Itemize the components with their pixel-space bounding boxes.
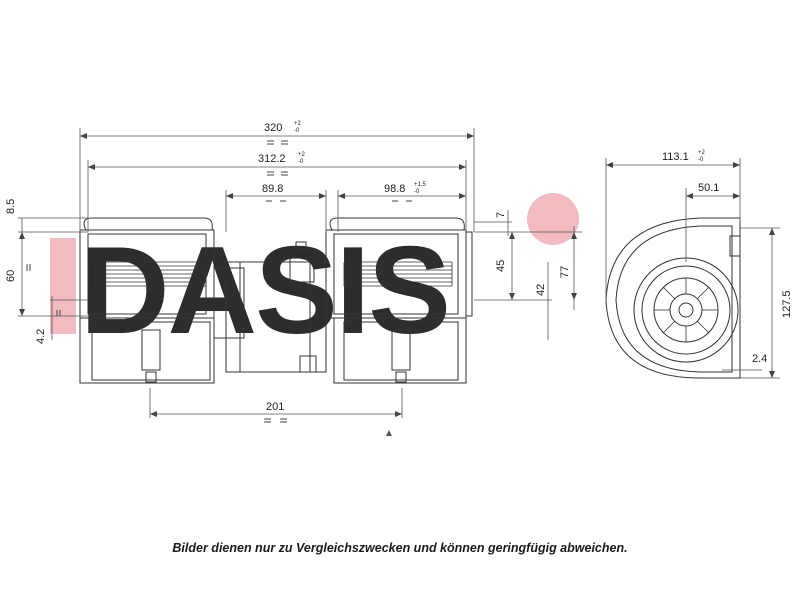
dimension-labels: 320 +2 -0 312.2 +2 -0 89.8 98.8 +1.5 -0 …	[5, 121, 793, 413]
scroll-housing	[605, 217, 741, 379]
arrowheads	[19, 133, 775, 417]
right-fan-wheel	[343, 261, 453, 287]
dim-320: 320	[264, 122, 282, 134]
dim-50-1: 50.1	[698, 182, 719, 194]
watermark-letters: DASIS	[80, 222, 449, 360]
dim-42: 42	[535, 284, 547, 296]
watermark-pink-dot	[527, 193, 579, 245]
dim-312-2-tol-minus: -0	[298, 159, 304, 165]
impeller-outer	[633, 257, 739, 363]
dim-320-tol-plus: +2	[294, 121, 302, 127]
right-blower-housing	[325, 217, 473, 384]
dim-8-5: 8.5	[5, 199, 17, 214]
front-view	[79, 217, 473, 384]
left-blower-housing	[79, 217, 215, 384]
watermark-red-bar	[50, 238, 76, 334]
left-fan-wheel	[95, 261, 207, 287]
impeller-blades	[654, 278, 718, 342]
dim-98-8-tol-minus: -0	[414, 189, 420, 195]
dim-77: 77	[559, 266, 571, 278]
dim-127-5: 127.5	[781, 290, 793, 318]
side-view	[605, 217, 741, 379]
dim-4-2: 4.2	[35, 329, 47, 344]
dim-60: 60	[5, 270, 17, 282]
dim-113-1: 113.1	[662, 151, 689, 163]
dim-45: 45	[495, 260, 507, 272]
dim-98-8: 98.8	[384, 183, 405, 195]
dim-312-2-tol-plus: +2	[298, 152, 306, 158]
dimension-lines	[18, 128, 780, 418]
dim-113-1-tol-minus: -0	[698, 157, 704, 163]
dim-7: 7	[495, 212, 507, 218]
dim-89-8: 89.8	[262, 183, 283, 195]
dim-113-1-tol-plus: +2	[698, 150, 706, 156]
disclaimer-caption: Bilder dienen nur zu Vergleichszwecken u…	[172, 541, 628, 555]
dim-201: 201	[266, 401, 284, 413]
dim-320-tol-minus: -0	[294, 128, 300, 134]
center-marker	[386, 430, 392, 436]
dim-312-2: 312.2	[258, 153, 286, 165]
symmetry-markers	[26, 140, 412, 423]
dim-98-8-tol-plus: +1.5	[414, 182, 427, 188]
dim-2-4: 2.4	[752, 353, 767, 365]
